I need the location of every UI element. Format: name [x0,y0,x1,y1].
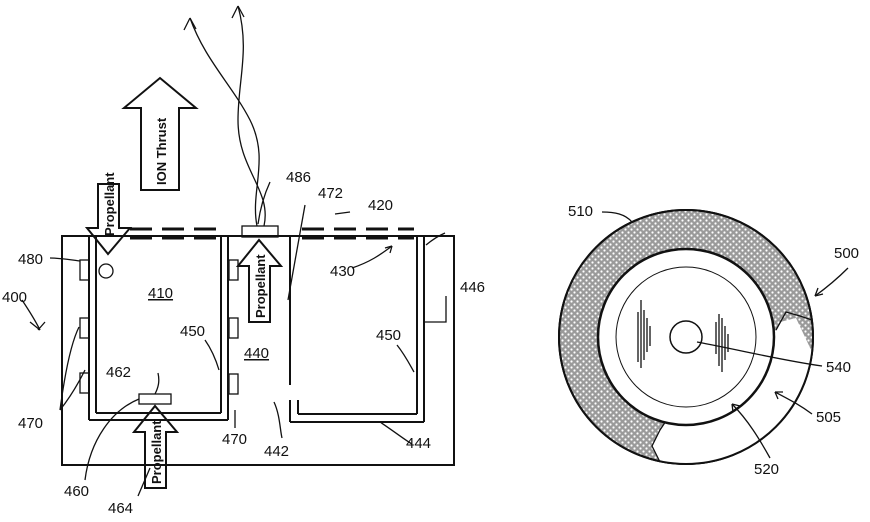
leader-lines-right [601,211,849,459]
numeral-505: 505 [816,409,841,426]
outer-housing [61,235,455,466]
nozzle-486 [241,225,279,238]
element-480-circle [98,263,114,279]
numeral-460: 460 [64,483,89,500]
disc-figure: 510 500 540 505 520 [558,203,859,478]
wall-elements-left [79,259,90,394]
numeral-500: 500 [834,245,859,262]
numeral-430: 430 [330,263,355,280]
propellant-element [138,393,172,405]
numeral-440: 440 [244,345,269,362]
propellant-label-center: Propellant [253,254,268,318]
numeral-446: 446 [460,279,485,296]
numeral-520: 520 [754,461,779,478]
center-hub-540 [669,320,703,354]
inner-ring [615,266,757,408]
numeral-486: 486 [286,169,311,186]
numeral-444: 444 [406,435,431,452]
reference-numerals-right: 510 500 540 505 520 [568,203,859,478]
right-chamber-walls [289,236,425,423]
numeral-540: 540 [826,359,851,376]
numeral-464: 464 [108,500,133,517]
reference-numerals-left: 400 410 420 430 440 442 444 446 450 450 … [2,169,485,517]
thruster-figure: ION Thrust Propellant Propellant Propell… [2,5,485,517]
ion-thrust-arrow: ION Thrust [121,76,199,191]
left-chamber-walls [88,236,229,421]
propellant-label-bottom: Propellant [149,420,164,484]
propellant-label-top-left: Propellant [102,172,117,236]
numeral-450-right: 450 [376,327,401,344]
numeral-420: 420 [368,197,393,214]
numeral-410: 410 [148,285,173,302]
wall-elements-center [228,259,239,395]
propellant-arrow-bottom: Propellant [131,404,180,489]
numeral-472: 472 [318,185,343,202]
propellant-arrow-top-left: Propellant [84,172,133,256]
leader-lines [21,181,447,497]
numeral-450-left: 450 [180,323,205,340]
numeral-480: 480 [18,251,43,268]
numeral-442: 442 [264,443,289,460]
ion-thrust-label: ION Thrust [154,117,169,185]
numeral-400: 400 [2,289,27,306]
numeral-510: 510 [568,203,593,220]
numeral-462: 462 [106,364,131,381]
propellant-arrow-center: Propellant [235,238,284,323]
numeral-470-mid: 470 [222,431,247,448]
scratch-marks [637,300,729,372]
extraction-grid [130,227,414,240]
numeral-470-left: 470 [18,415,43,432]
exhaust-lines [183,5,266,227]
